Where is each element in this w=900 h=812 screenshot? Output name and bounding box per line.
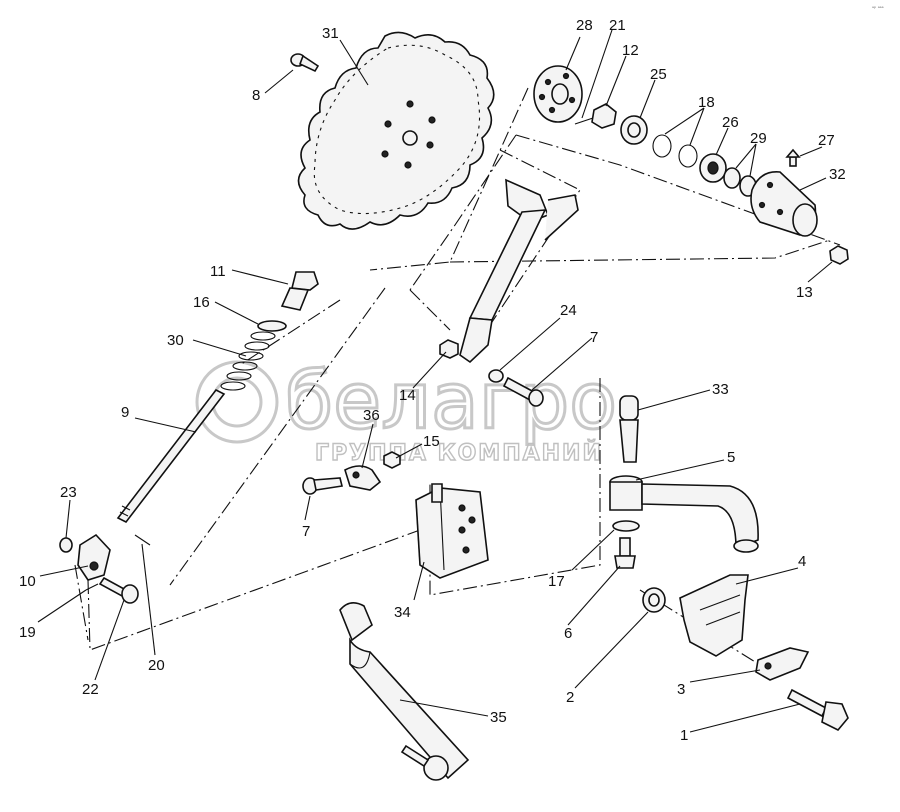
- part-1-bolt: [786, 688, 849, 731]
- callout-29: 29: [750, 130, 767, 147]
- callout-5: 5: [727, 449, 735, 466]
- callout-32: 32: [829, 166, 846, 183]
- part-10-block: [77, 533, 111, 581]
- callout-26: 26: [722, 114, 739, 131]
- part-30-spring: [220, 331, 276, 391]
- callout-15: 15: [423, 433, 440, 450]
- part-5-bracket: [609, 475, 759, 553]
- callout-12: 12: [622, 42, 639, 59]
- corner-mark: ᵃᵖ ᵃᵃᵃ: [872, 6, 884, 12]
- callout-36: 36: [363, 407, 380, 424]
- part-17-washer: [612, 520, 640, 532]
- part-arm-lever: [459, 178, 579, 364]
- callout-14: 14: [399, 387, 416, 404]
- callout-27: 27: [818, 132, 835, 149]
- leader-lines: [37, 29, 833, 733]
- part-19-pin: [85, 583, 99, 591]
- part-11-bolt: [280, 271, 319, 311]
- callout-22: 22: [82, 681, 99, 698]
- part-32-hub: [750, 171, 818, 237]
- part-31-disc: [297, 31, 495, 230]
- callout-20: 20: [148, 657, 165, 674]
- callout-31: 31: [322, 25, 339, 42]
- watermark-brand: белагро: [285, 357, 617, 447]
- callout-21: 21: [609, 17, 626, 34]
- part-28-flange: [533, 65, 583, 123]
- callout-9: 9: [121, 404, 129, 421]
- part-4-block: [679, 574, 749, 657]
- callout-30: 30: [167, 332, 184, 349]
- callout-7-upper: 7: [590, 329, 598, 346]
- part-25-bearing: [620, 115, 648, 145]
- callout-18: 18: [698, 94, 715, 111]
- part-7-bolt-upper: [502, 376, 544, 407]
- callout-34: 34: [394, 604, 411, 621]
- part-16-washer: [257, 320, 287, 332]
- part-22-pin: [98, 576, 139, 604]
- part-20-pin: [134, 534, 151, 546]
- part-24-bushing: [488, 369, 504, 383]
- part-35-arm: [339, 602, 470, 781]
- callout-35: 35: [490, 709, 507, 726]
- callout-7-lower: 7: [302, 523, 310, 540]
- part-6-bolt: [614, 537, 636, 569]
- callout-19: 19: [19, 624, 36, 641]
- callout-labels: 31 8 28 21 12 25 18 26 29 27 32 13 11 16…: [19, 17, 846, 744]
- part-27-nipple: [785, 148, 801, 167]
- part-9-rod: [116, 388, 226, 524]
- callout-16: 16: [193, 294, 210, 311]
- callout-2: 2: [566, 689, 574, 706]
- callout-10: 10: [19, 573, 36, 590]
- callout-1: 1: [680, 727, 688, 744]
- callout-33: 33: [712, 381, 729, 398]
- callout-25: 25: [650, 66, 667, 83]
- part-23-pin: [59, 537, 73, 553]
- callout-11: 11: [210, 263, 226, 280]
- part-36-clamp: [344, 465, 382, 491]
- part-26-bearing: [699, 153, 727, 183]
- watermark: белагро ГРУППА КОМПАНИЙ: [195, 356, 618, 467]
- watermark-subtitle: ГРУППА КОМПАНИЙ: [315, 440, 603, 466]
- part-8-bolt: [290, 53, 320, 73]
- callout-4: 4: [798, 553, 806, 570]
- callout-17: 17: [548, 573, 565, 590]
- part-13-nut: [829, 245, 849, 265]
- part-7-bolt-lower: [302, 477, 343, 495]
- callout-24: 24: [560, 302, 577, 319]
- part-18-rings: [652, 134, 698, 168]
- part-15-nut: [383, 451, 401, 469]
- callout-6: 6: [564, 625, 572, 642]
- part-2-nut: [642, 587, 666, 613]
- assembly-lines: [74, 87, 841, 666]
- callout-8: 8: [252, 87, 260, 104]
- callout-28: 28: [576, 17, 593, 34]
- callout-13: 13: [796, 284, 813, 301]
- callout-23: 23: [60, 484, 77, 501]
- part-34-bracket: [415, 483, 489, 579]
- part-12-nut: [591, 103, 617, 129]
- callout-3: 3: [677, 681, 685, 698]
- part-33-pin: [619, 395, 639, 463]
- part-3-lever: [755, 647, 810, 681]
